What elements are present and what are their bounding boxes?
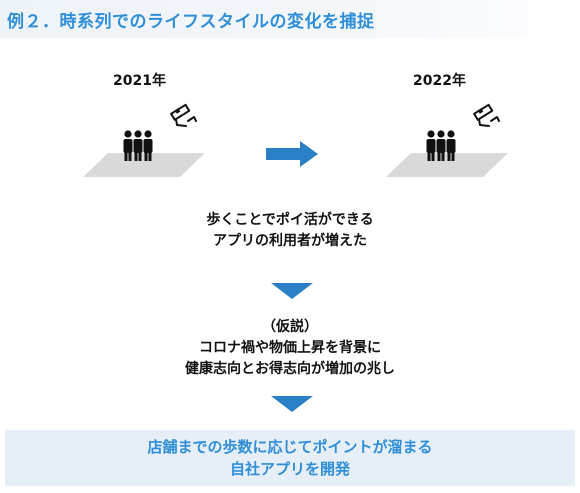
page-title: 例２．時系列でのライフスタイルの変化を捕捉 <box>7 12 375 32</box>
hypothesis-line-3: 健康志向とお得志向が増加の兆し <box>185 361 395 377</box>
hypothesis-text: （仮説） コロナ禍や物価上昇を背景に 健康志向とお得志向が増加の兆し <box>0 317 580 380</box>
observation-text: 歩くことでポイ活ができる アプリの利用者が増えた <box>0 210 580 252</box>
people-group-icon <box>426 130 456 161</box>
year-label-2022: 2022年 <box>413 73 466 89</box>
observation-line-1: 歩くことでポイ活ができる <box>206 212 374 228</box>
result-line-2: 自社アプリを開発 <box>229 460 350 478</box>
triangle-down-icon <box>271 283 313 299</box>
people-group-icon <box>123 130 153 161</box>
scene-2021 <box>83 103 205 177</box>
result-line-1: 店舗までの歩数に応じてポイントが溜まる <box>147 438 433 456</box>
platform <box>386 153 508 177</box>
hypothesis-line-2: コロナ禍や物価上昇を背景に <box>199 340 381 356</box>
observation-line-2: アプリの利用者が増えた <box>213 233 367 249</box>
arrow-right-icon <box>266 141 318 167</box>
surveillance-camera-icon <box>473 103 500 127</box>
header-band: 例２．時系列でのライフスタイルの変化を捕捉 <box>0 0 580 38</box>
hypothesis-line-1: （仮説） <box>262 319 318 335</box>
platform <box>83 153 205 177</box>
scene-2022 <box>386 103 508 177</box>
year-label-2021: 2021年 <box>113 73 166 89</box>
result-text: 店舗までの歩数に応じてポイントが溜まる 自社アプリを開発 <box>5 436 575 480</box>
triangle-down-icon <box>271 396 313 412</box>
result-box: 店舗までの歩数に応じてポイントが溜まる 自社アプリを開発 <box>5 430 575 486</box>
surveillance-camera-icon <box>170 103 197 127</box>
